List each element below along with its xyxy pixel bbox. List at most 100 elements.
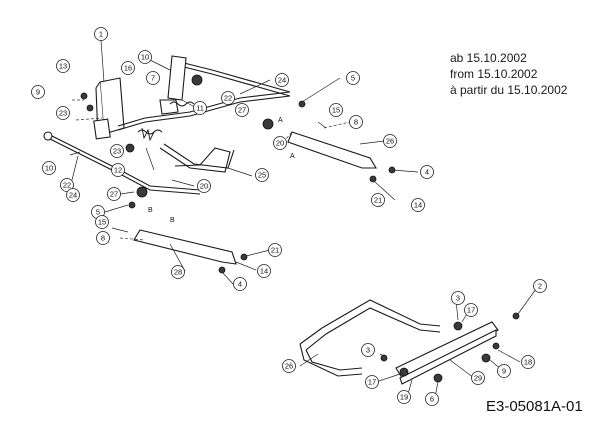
callout-23: 23: [56, 106, 70, 120]
callout-label: 23: [59, 109, 67, 118]
callout-8: 8: [96, 231, 110, 245]
callout-bubble: [255, 168, 269, 182]
callout-label: 10: [45, 164, 53, 173]
callout-bubble: [197, 179, 211, 193]
callout-bubble: [268, 243, 282, 257]
leader-lines: [69, 59, 537, 398]
callout-14: 14: [257, 264, 271, 278]
callout-bubble: [60, 178, 74, 192]
callout-10: 10: [42, 161, 56, 175]
callout-label: 26: [386, 137, 394, 146]
callout-bubble: [235, 103, 249, 117]
callout-bubble: [31, 85, 45, 99]
callout-bubble: [171, 265, 185, 279]
callout-5: 5: [346, 71, 360, 85]
callout-21: 21: [268, 243, 282, 257]
callout-label: 8: [101, 234, 105, 243]
callout-10: 10: [138, 50, 152, 64]
callout-9: 9: [31, 85, 45, 99]
frame-hardware: [380, 312, 520, 383]
callout-label: 23: [113, 147, 121, 156]
callout-2: 2: [533, 279, 547, 293]
callout-3: 3: [361, 343, 375, 357]
callout-label: 24: [69, 191, 77, 200]
callout-12: 12: [111, 163, 125, 177]
callout-bubble: [464, 303, 478, 317]
callout-label: 5: [351, 74, 355, 83]
callout-3: 3: [451, 291, 465, 305]
date-note-fr: à partir du 15.10.2002: [450, 83, 568, 97]
callout-label: 27: [238, 106, 246, 115]
callout-7: 7: [146, 71, 160, 85]
callout-label: 12: [114, 166, 122, 175]
link-bar-28-lower: [133, 229, 237, 265]
callout-label: 20: [200, 182, 208, 191]
hardware-nuts: [80, 74, 396, 274]
callout-21: 21: [371, 193, 385, 207]
callout-bubble: [56, 106, 70, 120]
callout-bubble: [521, 355, 535, 369]
callout-16: 16: [121, 61, 135, 75]
callout-bubble: [420, 165, 434, 179]
callout-label: 27: [110, 190, 118, 199]
callout-19: 19: [397, 390, 411, 404]
callout-label: 21: [271, 246, 279, 255]
callout-bubble: [411, 198, 425, 212]
callout-bubble: [371, 193, 385, 207]
callout-27: 27: [235, 103, 249, 117]
callout-label: 21: [374, 196, 382, 205]
callout-bubble: [346, 71, 360, 85]
callout-bubble: [42, 161, 56, 175]
callout-bubble: [56, 59, 70, 73]
callout-9: 9: [497, 364, 511, 378]
callout-bubble: [257, 264, 271, 278]
callout-22: 22: [60, 178, 74, 192]
callout-label: 3: [456, 294, 460, 303]
callout-bubble: [138, 50, 152, 64]
callout-29: 29: [471, 371, 485, 385]
callout-20: 20: [197, 179, 211, 193]
callout-17: 17: [365, 375, 379, 389]
letter-b: B: [170, 217, 175, 224]
letter-a: A: [278, 117, 283, 124]
callout-1: 1: [94, 27, 108, 41]
callout-bubble: [273, 136, 287, 150]
callout-bubble: [66, 188, 80, 202]
callout-label: 15: [332, 106, 340, 115]
callout-label: 4: [238, 280, 242, 289]
callout-label: 16: [124, 64, 132, 73]
callout-26: 26: [282, 359, 296, 373]
callout-22: 22: [221, 91, 235, 105]
callout-26: 26: [383, 134, 397, 148]
callout-label: 14: [414, 201, 422, 210]
callout-label: 11: [196, 104, 204, 113]
callout-label: 15: [98, 218, 106, 227]
callout-24: 24: [275, 73, 289, 87]
callout-20: 20: [273, 136, 287, 150]
long-rod-upper: [117, 61, 291, 131]
callout-bubble: [110, 144, 124, 158]
document-number: E3-05081A-01: [486, 398, 583, 415]
callout-11: 11: [193, 101, 207, 115]
callout-bubble: [451, 291, 465, 305]
callout-label: 10: [141, 53, 149, 62]
callout-label: 28: [174, 268, 182, 277]
callout-label: 2: [538, 282, 542, 291]
callout-bubble: [121, 61, 135, 75]
callout-bubble: [365, 375, 379, 389]
callout-label: 14: [260, 267, 268, 276]
callout-6: 6: [425, 392, 439, 406]
letter-a: A: [290, 153, 295, 160]
callout-bubble: [275, 73, 289, 87]
callout-bubble: [471, 371, 485, 385]
callout-label: 26: [285, 362, 293, 371]
callout-bubble: [233, 277, 247, 291]
callout-bubble: [497, 364, 511, 378]
callout-27: 27: [107, 187, 121, 201]
callout-label: 18: [524, 358, 532, 367]
lift-lever-plate: [159, 55, 187, 115]
callout-bubble: [94, 27, 108, 41]
callout-label: 8: [354, 118, 358, 127]
